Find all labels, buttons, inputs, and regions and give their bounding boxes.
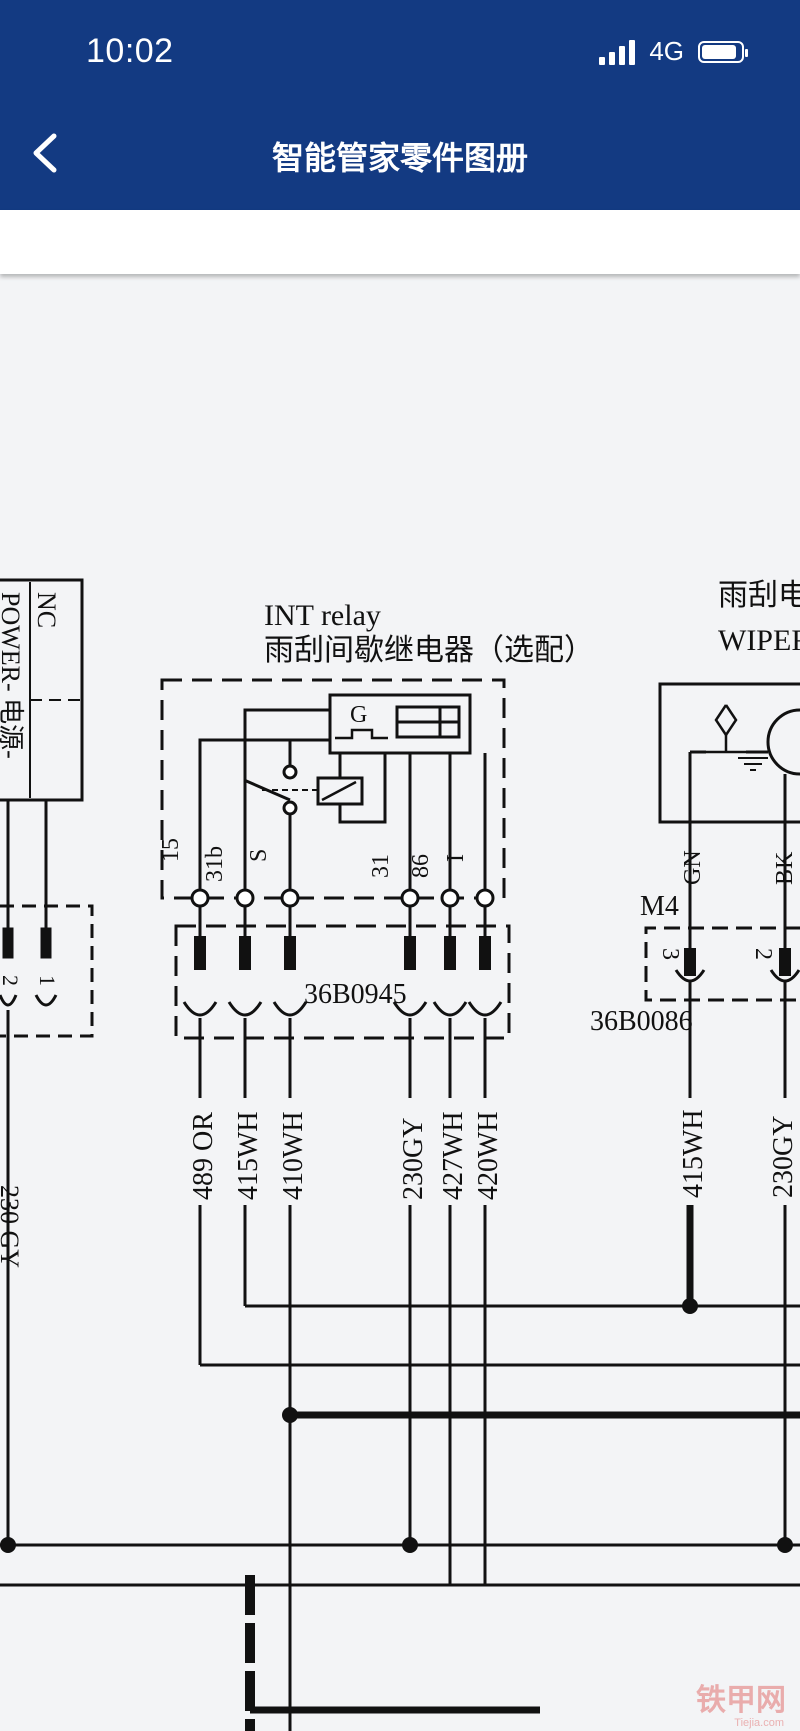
relay-wire-410wh: 410WH [278,1111,309,1200]
left-module: NC POWER- 电源- 2 1 230 GY [0,578,94,1545]
battery-fill [702,44,736,59]
left-pin-2: 2 [0,975,23,986]
wiper-motor: 雨刮电 WIPER GN BK M4 3 2 36B0086 415WH 230… [590,578,800,1545]
watermark-url: Tiejia.com [734,1717,784,1729]
relay-wire-230gy: 230GY [398,1118,429,1200]
int-relay: INT relay 雨刮间歇继电器（选配） G 15 31b S 31 86 I [158,599,594,1731]
app-header: 10:02 4G 智能管家零件图册 [0,0,800,210]
wiper-wire-415wh: 415WH [678,1109,709,1198]
relay-title-cn: 雨刮间歇继电器（选配） [264,633,594,668]
watermark-logo: 铁甲网 [696,1683,786,1718]
relay-pin-86: 86 [408,854,434,878]
relay-g-label: G [350,702,367,728]
wire-harness [0,1298,800,1731]
relay-connector-id: 36B0945 [304,979,407,1010]
relay-pin-31b: 31b [202,846,228,882]
signal-icon [599,39,636,65]
chevron-left-icon [33,133,57,173]
status-time: 10:02 [86,32,174,70]
battery-icon [698,40,748,63]
wiper-wire-230gy: 230GY [768,1116,799,1198]
status-indicators: 4G [599,36,748,67]
left-pin-power: POWER- 电源- [0,592,25,759]
wiring-diagram[interactable]: NC POWER- 电源- 2 1 230 GY INT relay 雨刮间歇继… [0,278,800,1731]
relay-wire-489or: 489 OR [188,1112,219,1200]
left-wire-label: 230 GY [0,1185,24,1268]
left-pin-nc: NC [32,592,61,628]
wiper-pin-gn: GN [680,850,706,885]
relay-pin-s: S [246,849,272,862]
relay-pin-31: 31 [368,854,394,878]
left-pin-1: 1 [35,975,60,986]
wiper-conn-pin-3: 3 [657,948,683,960]
toolbar-strip [0,210,800,274]
page-title: 智能管家零件图册 [271,139,528,177]
wiper-conn-pin-2: 2 [750,948,776,960]
wiper-title-cn: 雨刮电 [718,578,800,613]
relay-pin-15: 15 [158,838,184,862]
wiper-connector-m4: M4 [640,891,679,922]
back-button[interactable] [22,128,72,178]
network-type: 4G [649,36,684,66]
wiper-title-en: WIPER [718,624,800,657]
relay-title-en: INT relay [264,599,381,632]
relay-wire-415wh: 415WH [233,1111,264,1200]
relay-wire-427wh: 427WH [438,1111,469,1200]
wiper-connector-id: 36B0086 [590,1006,693,1037]
relay-pin-i: I [443,854,469,862]
relay-wire-420wh: 420WH [473,1111,504,1200]
